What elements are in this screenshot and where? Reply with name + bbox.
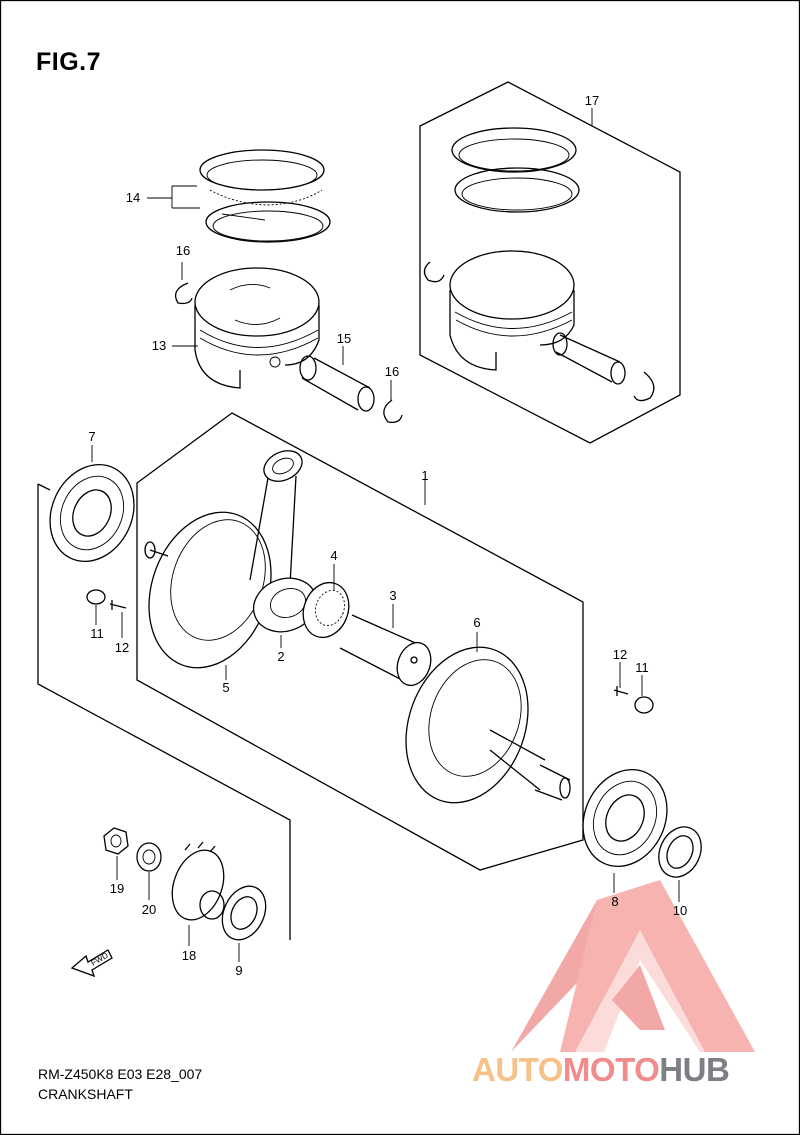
washer-11b [634, 696, 654, 714]
label-4: 4 [330, 548, 338, 563]
label-11a: 11 [90, 626, 104, 641]
label-11b: 11 [635, 660, 649, 675]
fwd-arrow-icon: FWD [70, 949, 113, 978]
nut-19 [103, 827, 129, 855]
label-15: 15 [336, 331, 352, 346]
label-10: 10 [672, 903, 688, 918]
label-6: 6 [473, 615, 481, 630]
washer-11a [86, 589, 106, 605]
bearing-7 [49, 463, 135, 563]
label-2: 2 [277, 649, 285, 664]
figure-code: RM-Z450K8 E03 E28_007 [38, 1066, 203, 1082]
lower-left-frame [37, 484, 291, 940]
label-7: 7 [88, 429, 96, 444]
watermark-part3: HUB [659, 1051, 730, 1088]
label-9: 9 [235, 963, 243, 978]
needle-bearing-4 [302, 581, 350, 639]
washer-20 [136, 842, 162, 872]
label-19: 19 [109, 881, 125, 896]
figure-title: FIG.7 [36, 48, 102, 76]
bearing-8 [582, 768, 668, 868]
label-16a: 16 [175, 243, 191, 258]
label-16b: 16 [384, 364, 400, 379]
label-12b: 12 [612, 647, 628, 662]
crank-pin-3 [339, 614, 432, 687]
label-3: 3 [389, 588, 397, 603]
bolt-12b [613, 686, 629, 696]
watermark-text: AUTOMOTOHUB [472, 1051, 730, 1089]
watermark-logo [511, 880, 755, 1052]
connecting-rod-2 [249, 450, 318, 633]
circlip-16a [174, 282, 193, 305]
bolt-12a [109, 600, 127, 610]
gear-18 [171, 841, 225, 921]
label-20: 20 [141, 902, 157, 917]
piston-kit-frame [419, 81, 681, 444]
piston-rings-14 [199, 149, 331, 243]
oil-seal-9 [221, 885, 267, 941]
piston-13 [194, 267, 320, 389]
oil-seal-10 [658, 826, 702, 878]
leader-lines [91, 108, 680, 962]
piston-set-17 [423, 127, 655, 402]
label-17: 17 [584, 93, 600, 108]
crankshaft-right-6 [405, 646, 571, 804]
piston-pin-15 [299, 355, 375, 412]
label-13: 13 [151, 338, 167, 353]
figure-name: CRANKSHAFT [38, 1086, 133, 1102]
label-14: 14 [125, 190, 141, 205]
label-8: 8 [611, 894, 619, 909]
circlip-16b [383, 399, 403, 423]
label-12a: 12 [114, 640, 130, 655]
watermark-part2: MOTO [562, 1051, 660, 1088]
label-1: 1 [421, 468, 429, 483]
label-18: 18 [181, 948, 197, 963]
label-5: 5 [222, 680, 230, 695]
watermark-part1: AUTO [472, 1051, 563, 1088]
crankshaft-assembly-frame [136, 412, 584, 871]
